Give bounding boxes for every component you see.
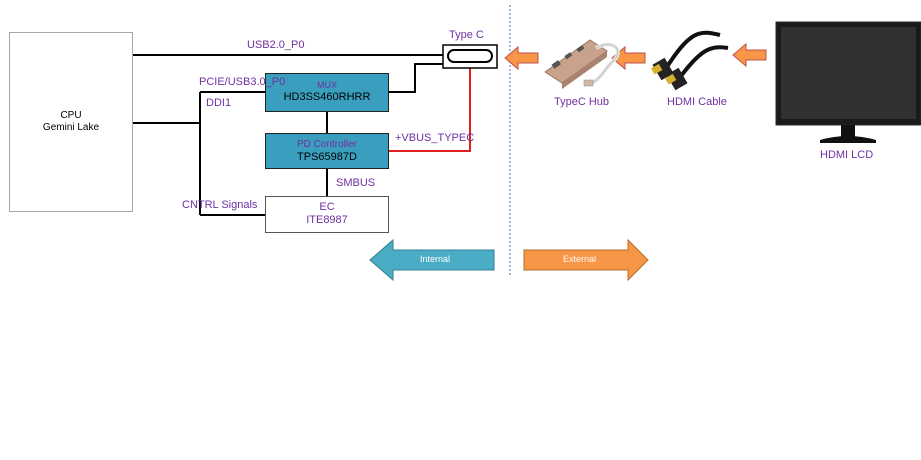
pcie-signal-label: PCIE/USB3.0_P0 xyxy=(199,76,286,88)
mux-block[interactable]: MUX HD3SS460RHRR xyxy=(265,73,389,112)
hdmi-cable-label: HDMI Cable xyxy=(667,96,727,108)
pd-controller-block[interactable]: PD Controller TPS65987D xyxy=(265,133,389,169)
arrow-hub-to-typec xyxy=(504,45,539,71)
pd-controller-part: TPS65987D xyxy=(297,151,357,163)
ec-label: EC xyxy=(319,201,335,213)
arrow-lcd-to-cable xyxy=(732,42,767,68)
cntrl-signal-label: CNTRL Signals xyxy=(182,199,258,211)
cpu-label: CPU xyxy=(60,110,82,121)
external-arrow-shape xyxy=(523,238,649,282)
typec-hub-label: TypeC Hub xyxy=(554,96,610,108)
cpu-block[interactable]: CPU Gemini Lake xyxy=(9,32,133,212)
internal-arrow-shape xyxy=(369,238,495,282)
usb2-signal-label: USB2.0_P0 xyxy=(247,39,305,51)
vbus-signal-label: +VBUS_TYPEC xyxy=(395,132,475,144)
arrow-cable-to-hub xyxy=(611,45,646,71)
mux-part: HD3SS460RHRR xyxy=(283,90,371,103)
internal-arrow-label: Internal xyxy=(420,254,451,264)
hdmi-cable-icon xyxy=(651,30,729,91)
ddi-signal-label: DDI1 xyxy=(206,97,232,109)
pd-controller-label: PD Controller xyxy=(296,139,358,150)
typec-port-icon xyxy=(447,49,493,63)
ec-part: ITE8987 xyxy=(306,214,348,227)
smbus-signal-label: SMBUS xyxy=(336,177,376,189)
external-arrow-label: External xyxy=(563,254,597,264)
ec-block[interactable]: EC ITE8987 xyxy=(265,196,389,233)
cpu-model: Gemini Lake xyxy=(42,122,100,133)
mux-label: MUX xyxy=(317,80,337,90)
hdmi-lcd-label: HDMI LCD xyxy=(820,149,874,161)
typec-hub-icon xyxy=(544,39,620,89)
hdmi-lcd-monitor-icon xyxy=(775,21,921,143)
typec-connector-label: Type C xyxy=(449,29,484,41)
mux-to-typec-wire xyxy=(389,63,443,93)
vbus-wire xyxy=(389,68,471,152)
